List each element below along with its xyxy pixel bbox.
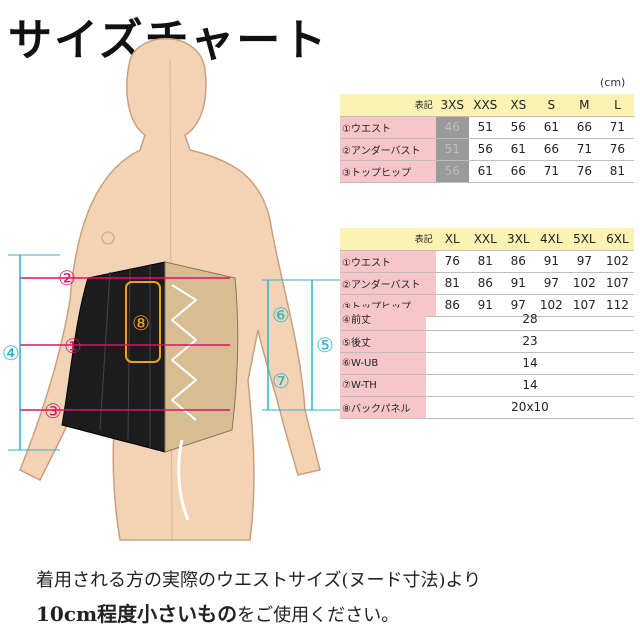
- cell: 28: [426, 308, 634, 331]
- row-label: ④前丈: [340, 308, 426, 331]
- cell: 76: [600, 138, 634, 161]
- size-header: 3XS: [435, 94, 469, 117]
- cell: 76: [435, 250, 469, 273]
- table-row: ⑧バックパネル 20x10: [340, 396, 634, 419]
- row-label: ①ウエスト: [340, 116, 436, 139]
- table-row: ④前丈 28: [340, 308, 634, 331]
- cell: 102: [600, 250, 634, 273]
- cell: 97: [534, 272, 568, 295]
- measurement-lines: [8, 254, 340, 451]
- cell: 86: [501, 250, 535, 273]
- corset-illustration: ② ① ③ ④ ⑥ ⑦ ⑤ ⑧: [2, 38, 340, 541]
- marker-3: ③: [44, 399, 62, 423]
- cell: 86: [468, 272, 502, 295]
- dimension-table: ④前丈 28 ⑤後丈 23 ⑥W-UB 14 ⑦W-TH 14 ⑧バックパネル …: [340, 308, 634, 419]
- cell: 91: [534, 250, 568, 273]
- cell: 61: [501, 138, 535, 161]
- cell: 14: [426, 352, 634, 375]
- cell: 14: [426, 374, 634, 397]
- cell: 61: [534, 116, 568, 139]
- size-header: 6XL: [600, 228, 634, 251]
- cell: 51: [468, 116, 502, 139]
- size-header: XXL: [468, 228, 502, 251]
- marker-4: ④: [2, 341, 20, 365]
- marker-5: ⑤: [316, 333, 334, 357]
- cell: 71: [567, 138, 601, 161]
- cell: 81: [600, 160, 634, 183]
- size-header: 5XL: [567, 228, 601, 251]
- caption-emphasis: 10cm程度小さいもの: [36, 602, 238, 626]
- cell: 91: [501, 272, 535, 295]
- cell: 81: [468, 250, 502, 273]
- table-row: ③トップヒップ 56 61 66 71 76 81: [340, 160, 634, 183]
- row-label: ②アンダーバスト: [340, 272, 436, 295]
- table-row: ②アンダーバスト 81 86 91 97 102 107: [340, 272, 634, 295]
- row-label: ⑧バックパネル: [340, 396, 426, 419]
- corset: [61, 261, 239, 521]
- marker-8: ⑧: [132, 311, 150, 335]
- cell: 56: [435, 160, 469, 183]
- size-header: S: [534, 94, 568, 117]
- marker-1: ①: [64, 334, 82, 358]
- size-header: XS: [501, 94, 535, 117]
- size-table-small: 表記 3XS XXS XS S M L ①ウエスト 46 51 56 61 66…: [340, 94, 634, 183]
- row-label: ⑦W-TH: [340, 374, 426, 397]
- table-row: ②アンダーバスト 51 56 61 66 71 76: [340, 138, 634, 161]
- caption-rest: をご使用ください。: [237, 605, 400, 626]
- size-header: 4XL: [534, 228, 568, 251]
- table-row: ①ウエスト 76 81 86 91 97 102: [340, 250, 634, 273]
- cell: 107: [600, 272, 634, 295]
- marker-7: ⑦: [272, 369, 290, 393]
- table-row: ⑤後丈 23: [340, 330, 634, 353]
- cell: 51: [435, 138, 469, 161]
- row-label: ②アンダーバスト: [340, 138, 436, 161]
- row-label: ⑥W-UB: [340, 352, 426, 375]
- size-header: XL: [435, 228, 469, 251]
- size-header: XXS: [468, 94, 502, 117]
- cell: 61: [468, 160, 502, 183]
- header-label: 表記: [340, 228, 436, 251]
- cell: 76: [567, 160, 601, 183]
- table-row: ①ウエスト 46 51 56 61 66 71: [340, 116, 634, 139]
- table-header-row: 表記 XL XXL 3XL 4XL 5XL 6XL: [340, 228, 634, 251]
- caption-line-2: 10cm程度小さいものをご使用ください。: [36, 598, 399, 627]
- size-header: M: [567, 94, 601, 117]
- cell: 20x10: [426, 396, 634, 419]
- row-label: ③トップヒップ: [340, 160, 436, 183]
- cell: 66: [501, 160, 535, 183]
- cell: 71: [534, 160, 568, 183]
- marker-2: ②: [58, 266, 76, 290]
- cell: 56: [468, 138, 502, 161]
- table-row: ⑦W-TH 14: [340, 374, 634, 397]
- cell: 71: [600, 116, 634, 139]
- row-label: ⑤後丈: [340, 330, 426, 353]
- cell: 23: [426, 330, 634, 353]
- cell: 97: [567, 250, 601, 273]
- size-header: 3XL: [501, 228, 535, 251]
- unit-label: (cm): [600, 76, 626, 89]
- marker-6: ⑥: [272, 303, 290, 327]
- size-header: L: [600, 94, 634, 117]
- table-header-row: 表記 3XS XXS XS S M L: [340, 94, 634, 117]
- caption-line-1: 着用される方の実際のウエストサイズ(ヌード寸法)より: [36, 570, 482, 591]
- table-row: ⑥W-UB 14: [340, 352, 634, 375]
- header-label: 表記: [340, 94, 436, 117]
- cell: 46: [435, 116, 469, 139]
- cell: 56: [501, 116, 535, 139]
- row-label: ①ウエスト: [340, 250, 436, 273]
- cell: 66: [567, 116, 601, 139]
- size-table-large: 表記 XL XXL 3XL 4XL 5XL 6XL ①ウエスト 76 81 86…: [340, 228, 634, 317]
- cell: 66: [534, 138, 568, 161]
- cell: 81: [435, 272, 469, 295]
- cell: 102: [567, 272, 601, 295]
